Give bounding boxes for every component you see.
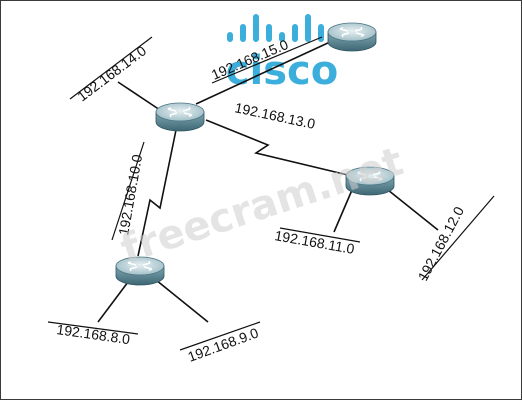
segment-15 bbox=[211, 36, 323, 84]
cisco-logo-bar bbox=[279, 32, 285, 42]
network-label-8: 192.168.8.0 bbox=[56, 321, 132, 347]
serial-link-r1-r4 bbox=[137, 129, 177, 257]
router-r1 bbox=[155, 102, 205, 132]
cisco-watermark-text: cisco bbox=[226, 48, 338, 94]
segment-8 bbox=[47, 321, 139, 335]
link-r4-lan8 bbox=[97, 281, 129, 323]
site-watermark-text: freecram.net bbox=[115, 138, 408, 272]
network-label-11: 192.168.11.0 bbox=[273, 227, 355, 257]
router-icon bbox=[155, 102, 205, 132]
network-segment-lines bbox=[47, 36, 495, 351]
link-r4-lan9 bbox=[155, 279, 209, 323]
segment-10 bbox=[111, 141, 145, 241]
link-r3-lan12 bbox=[387, 189, 439, 231]
link-r1-stub bbox=[117, 81, 161, 111]
cisco-logo-bar bbox=[266, 24, 272, 42]
cisco-logo-bar bbox=[253, 14, 259, 42]
cisco-logo-bar bbox=[292, 24, 298, 42]
cisco-watermark: cisco bbox=[226, 14, 338, 94]
router-icon bbox=[327, 22, 377, 52]
cisco-logo-bar bbox=[318, 24, 324, 42]
router-r2 bbox=[327, 22, 377, 52]
serial-link-r1-r3 bbox=[205, 119, 353, 177]
network-label-13: 192.168.13.0 bbox=[233, 99, 316, 132]
cisco-logo-bar bbox=[240, 24, 246, 42]
network-links bbox=[97, 41, 439, 323]
segment-11 bbox=[279, 227, 361, 243]
cisco-logo-bar bbox=[305, 14, 311, 42]
cisco-logo-bars bbox=[227, 14, 337, 42]
link-r1-r2 bbox=[195, 41, 331, 105]
segment-12 bbox=[421, 195, 495, 281]
cisco-logo-bar bbox=[227, 32, 233, 42]
segment-9 bbox=[179, 321, 261, 351]
segment-14 bbox=[69, 36, 153, 100]
link-r3-lan11 bbox=[333, 189, 353, 233]
network-label-12: 192.168.12.0 bbox=[415, 204, 468, 284]
